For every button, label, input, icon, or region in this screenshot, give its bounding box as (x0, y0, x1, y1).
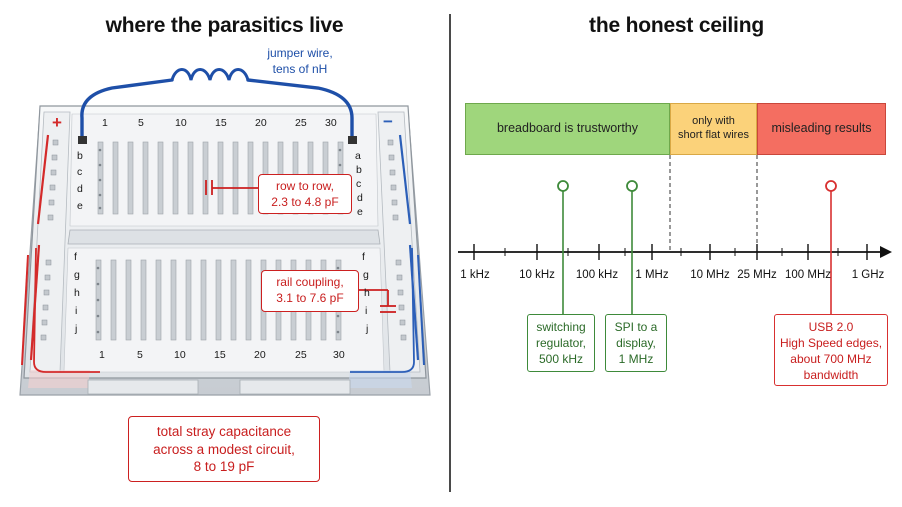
col-number: 10 (174, 349, 186, 361)
rail-callout-line-1: rail coupling, (276, 275, 344, 289)
spi-label-line-2: display, (616, 335, 656, 350)
tick-label: 1 kHz (460, 269, 490, 281)
row-letter: f (74, 251, 77, 263)
row-letter: b (356, 164, 362, 176)
row-callout-line-2: 2.3 to 4.8 pF (271, 194, 339, 209)
zone-trustworthy: breadboard is trustworthy (465, 103, 670, 155)
tick-label: 1 GHz (851, 269, 885, 281)
row-letter: c (77, 166, 83, 178)
row-letter: d (77, 183, 83, 195)
col-number: 5 (138, 117, 144, 129)
zone-short-wires: only with short flat wires (670, 103, 757, 155)
row-letter: b (77, 150, 83, 162)
row-letter: h (74, 287, 80, 299)
row-letter: i (365, 305, 368, 317)
total-callout-line-3: 8 to 19 pF (193, 459, 255, 475)
total-callout-line-2: across a modest circuit, (153, 441, 295, 457)
inductor-coil-icon (170, 68, 250, 81)
usb-label-line-3: about 700 MHz (790, 351, 872, 366)
col-number: 20 (255, 117, 267, 129)
col-number: 30 (333, 349, 345, 361)
spi-label-line-1: SPI to a (614, 320, 658, 334)
switching-label-line-1: switching (536, 320, 586, 334)
total-callout-line-1: total stray capacitance (156, 424, 292, 439)
col-number: 25 (295, 117, 307, 129)
rail-coupling-callout: rail coupling, 3.1 to 7.6 pF (261, 270, 359, 312)
row-callout-line-1: row to row, (275, 179, 335, 193)
row-letter: g (74, 269, 80, 281)
col-number: 1 (99, 349, 105, 361)
row-letter: i (75, 305, 78, 317)
zone-trustworthy-label: breadboard is trustworthy (496, 121, 639, 136)
marker-switching-regulator (557, 180, 569, 315)
zone-short-wires-line-2: short flat wires (678, 129, 749, 141)
row-letter: h (364, 287, 370, 299)
tick-label: 10 MHz (690, 269, 730, 281)
jumper-wire (80, 78, 174, 142)
right-panel-title: the honest ceiling (589, 14, 764, 37)
col-number: 15 (215, 117, 227, 129)
tick-label: 100 kHz (575, 269, 619, 281)
left-panel-title: where the parasitics live (105, 14, 344, 37)
tick-label: 25 MHz (737, 269, 777, 281)
usb-high-speed-label-box: USB 2.0 High Speed edges, about 700 MHz … (774, 314, 888, 386)
spi-display-label-box: SPI to a display, 1 MHz (605, 314, 667, 372)
panel-divider (449, 14, 451, 492)
row-letter: j (75, 323, 78, 335)
marker-usb-high-speed (825, 180, 837, 315)
col-number: 10 (175, 117, 187, 129)
row-letter: f (362, 251, 365, 263)
tick-label: 1 MHz (635, 269, 669, 281)
jumper-label-line-2: tens of nH (272, 61, 328, 76)
col-number: 25 (295, 349, 307, 361)
axis-arrow-icon (880, 246, 892, 258)
rail-callout-line-2: 3.1 to 7.6 pF (276, 290, 344, 305)
frequency-axis-graphic (458, 155, 892, 315)
switching-label-line-2: regulator, (535, 335, 587, 350)
right-power-rail (377, 111, 421, 373)
zone-misleading-label: misleading results (771, 121, 872, 136)
row-letter: d (357, 192, 363, 204)
col-number: 30 (325, 117, 337, 129)
rail-minus-sign: − (383, 112, 393, 131)
marker-spi-display (626, 180, 638, 315)
usb-label-line-2: High Speed edges, (779, 335, 883, 350)
row-letter: c (356, 178, 362, 190)
row-letter: e (357, 206, 363, 218)
col-number: 20 (254, 349, 266, 361)
row-capacitance-callout: row to row, 2.3 to 4.8 pF (258, 174, 352, 214)
jumper-label-line-1: jumper wire, (267, 46, 333, 60)
jumper-wire-label: jumper wire, tens of nH (240, 46, 360, 77)
tick-label: 10 kHz (519, 269, 555, 281)
spi-label-line-3: 1 MHz (618, 351, 654, 366)
col-number: 15 (214, 349, 226, 361)
usb-label-line-1: USB 2.0 (808, 320, 854, 334)
switching-regulator-label-box: switching regulator, 500 kHz (527, 314, 595, 372)
row-letter: g (363, 269, 369, 281)
row-letter: e (77, 200, 83, 212)
row-letter: j (366, 323, 369, 335)
tick-label: 100 MHz (784, 269, 832, 281)
rail-plus-sign: + (52, 113, 62, 132)
usb-label-line-4: bandwidth (803, 367, 859, 382)
capacitor-icon-row (205, 180, 262, 195)
zone-short-wires-line-1: only with (692, 115, 735, 128)
row-letter: a (355, 150, 361, 162)
zone-misleading: misleading results (757, 103, 886, 155)
col-number: 5 (137, 349, 143, 361)
switching-label-line-3: 500 kHz (538, 351, 584, 366)
col-number: 1 (102, 117, 108, 129)
total-capacitance-callout: total stray capacitance across a modest … (128, 416, 320, 482)
